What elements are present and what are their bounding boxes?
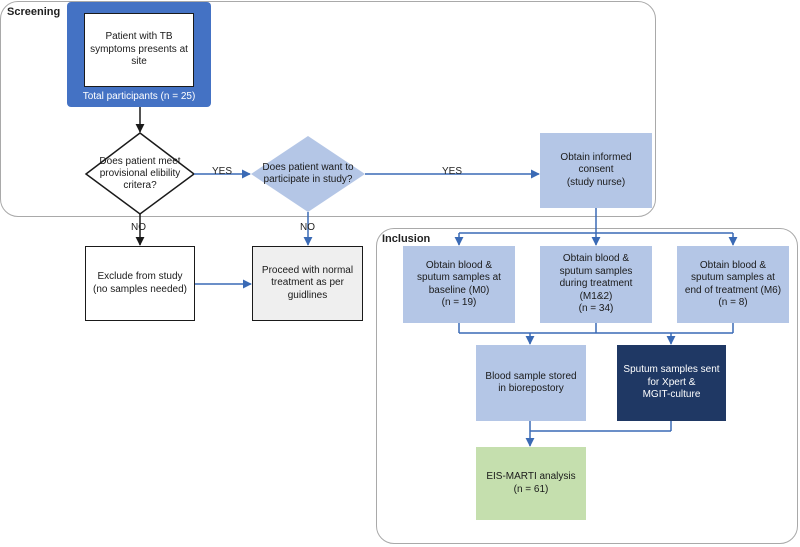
analysis-box: EIS-MARTI analysis (n = 61) [476,447,586,520]
baseline-sampling-box: Obtain blood & sputum samples at baselin… [403,246,515,323]
edge-label-yes-eligibility: YES [212,166,233,177]
participate-question: Does patient want to participate in stud… [262,162,354,185]
exclude-box: Exclude from study (no samples needed) [85,246,195,321]
end-treatment-sampling-box: Obtain blood & sputum samples at end of … [677,246,789,323]
blood-stored-box: Blood sample stored in biorepostory [476,345,586,421]
during-treatment-sampling-box: Obtain blood & sputum samples during tre… [540,246,652,323]
inclusion-label: Inclusion [382,233,431,245]
screening-label: Screening [7,6,61,18]
edge-label-no-eligibility: NO [131,222,146,233]
edge-label-no-participate: NO [300,222,315,233]
normal-treatment-box: Proceed with normal treatment as per gui… [252,246,363,321]
participate-diamond [251,136,365,212]
sputum-sent-box: Sputum samples sent for Xpert & MGIT-cul… [617,345,726,421]
eligibility-question: Does patient meet provisional elibility … [99,156,181,191]
total-participants-label: Total participants (n = 25) [82,91,196,102]
edge-label-yes-participate: YES [442,166,463,177]
patient-presents-box: Patient with TB symptoms presents at sit… [90,31,188,68]
informed-consent-box: Obtain informed consent (study nurse) [540,133,652,208]
start-node-inner [84,13,194,87]
